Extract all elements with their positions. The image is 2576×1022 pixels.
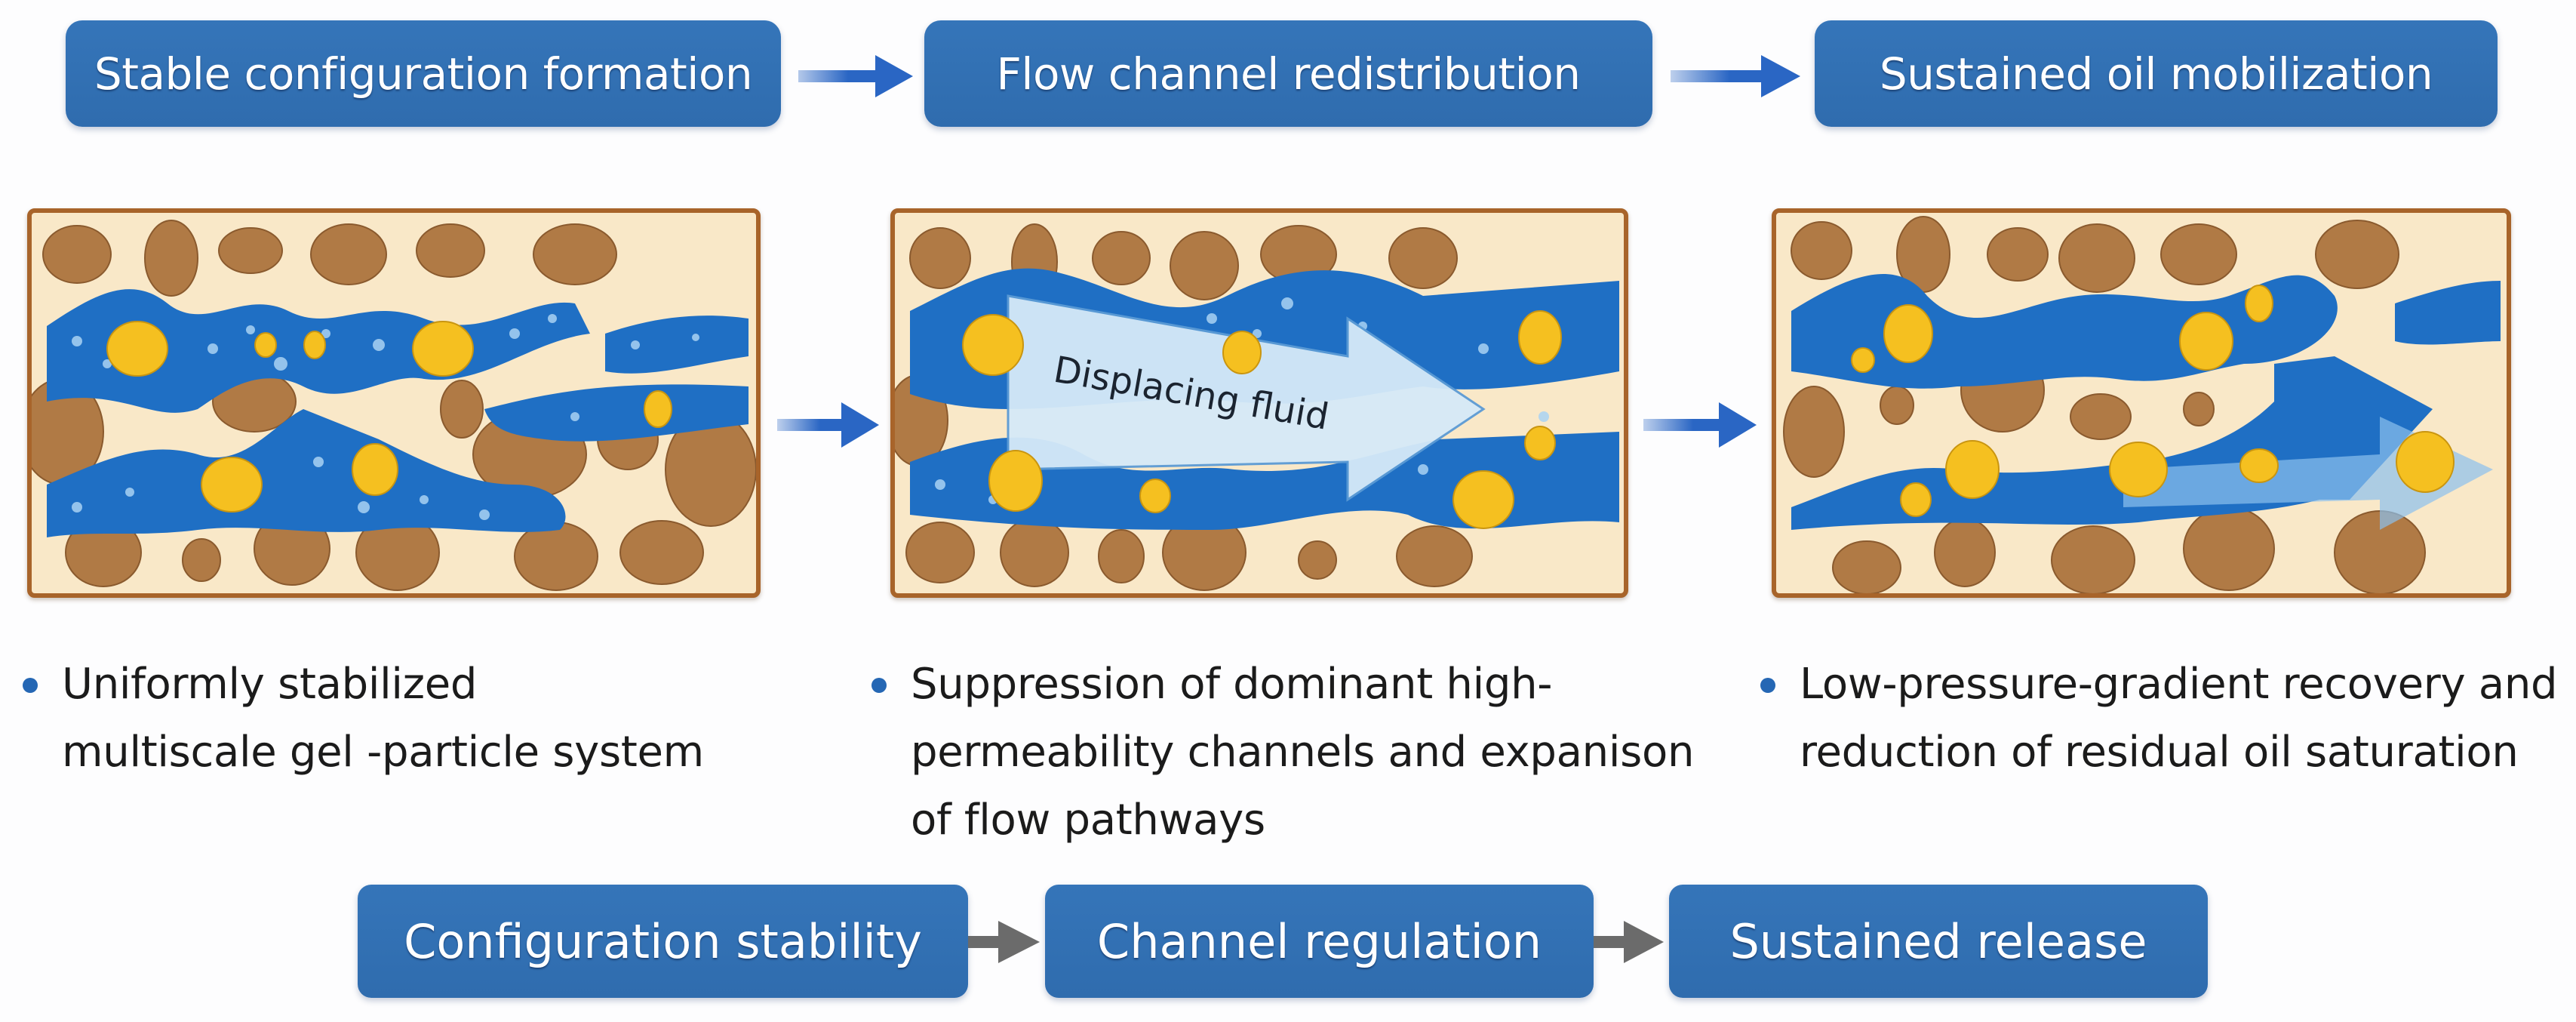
displacing-fluid-arrow	[1007, 294, 1486, 502]
panel-sustained-oil-mobilization	[1772, 208, 2511, 598]
bullet-line: permeability channels and expanison	[911, 728, 1695, 777]
grain	[416, 223, 485, 278]
oil-droplet	[201, 457, 263, 513]
summary-label: Channel regulation	[1096, 913, 1542, 969]
grain	[619, 520, 704, 585]
summary-box-channel-regulation: Channel regulation	[1045, 885, 1594, 998]
stage-label: Flow channel redistribution	[996, 48, 1581, 100]
grains	[32, 220, 756, 591]
stage-label: Stable configuration formation	[94, 48, 753, 100]
summary-label: Sustained release	[1729, 913, 2147, 969]
arrow-right-icon	[798, 55, 913, 97]
grain	[514, 522, 598, 591]
grains	[1783, 216, 2426, 593]
grain	[218, 227, 283, 274]
bullet-dot-icon	[871, 678, 887, 693]
bullet-line: Uniformly stabilized	[62, 660, 478, 709]
bullet-line: Low-pressure-gradient recovery and	[1800, 660, 2558, 709]
arrow-right-icon	[1671, 55, 1800, 97]
bullet-item-redistribution: Suppression of dominant high- permeabili…	[871, 651, 1739, 862]
bullet-dot-icon	[1760, 678, 1775, 693]
bullet-item-stable: Uniformly stabilized multiscale gel -par…	[23, 651, 853, 862]
summary-box-sustained-release: Sustained release	[1669, 885, 2208, 998]
arrow-right-icon	[968, 921, 1040, 963]
stage-box-sustained-oil: Sustained oil mobilization	[1815, 20, 2498, 127]
oil-droplet	[106, 321, 168, 377]
porous-media-illustration	[1783, 216, 2501, 593]
oil-droplet	[303, 331, 326, 359]
arrow-right-icon	[1594, 921, 1664, 963]
oil-droplet	[254, 332, 277, 358]
bullet-line: multiscale gel -particle system	[62, 728, 704, 777]
oil-droplets	[1851, 285, 2455, 517]
bullet-line: Suppression of dominant high-	[911, 660, 1553, 709]
grain	[440, 380, 484, 439]
bullet-item-mobilization: Low-pressure-gradient recovery and reduc…	[1760, 651, 2575, 862]
fluid-channel	[47, 409, 566, 537]
oil-droplets	[106, 321, 672, 513]
oil-droplet	[352, 443, 398, 496]
grain	[182, 538, 221, 582]
grain	[310, 223, 387, 285]
stage-box-flow-channel: Flow channel redistribution	[924, 20, 1652, 127]
fluid-channel	[484, 384, 749, 442]
summary-label: Configuration stability	[404, 913, 922, 969]
grain	[144, 220, 198, 297]
stage-box-stable-configuration: Stable configuration formation	[66, 20, 781, 127]
summary-box-configuration-stability: Configuration stability	[358, 885, 968, 998]
bullet-line: of flow pathways	[911, 796, 1265, 845]
stage-label: Sustained oil mobilization	[1879, 48, 2433, 100]
grain	[42, 225, 112, 284]
bullet-line: reduction of residual oil saturation	[1800, 728, 2519, 777]
bullet-dot-icon	[23, 678, 38, 693]
fluid-channel	[605, 316, 749, 374]
oil-droplets	[962, 310, 1562, 529]
arrow-right-icon	[1643, 402, 1757, 448]
grain	[533, 223, 617, 285]
panel-flow-redistribution: Displacing fluid	[890, 208, 1628, 598]
arrow-right-icon	[777, 402, 879, 448]
oil-droplet	[412, 321, 474, 377]
porous-media-illustration: Displacing fluid	[895, 223, 1619, 591]
porous-media-illustration	[32, 220, 756, 591]
oil-droplet	[644, 390, 672, 428]
panel-stable-configuration	[27, 208, 761, 598]
